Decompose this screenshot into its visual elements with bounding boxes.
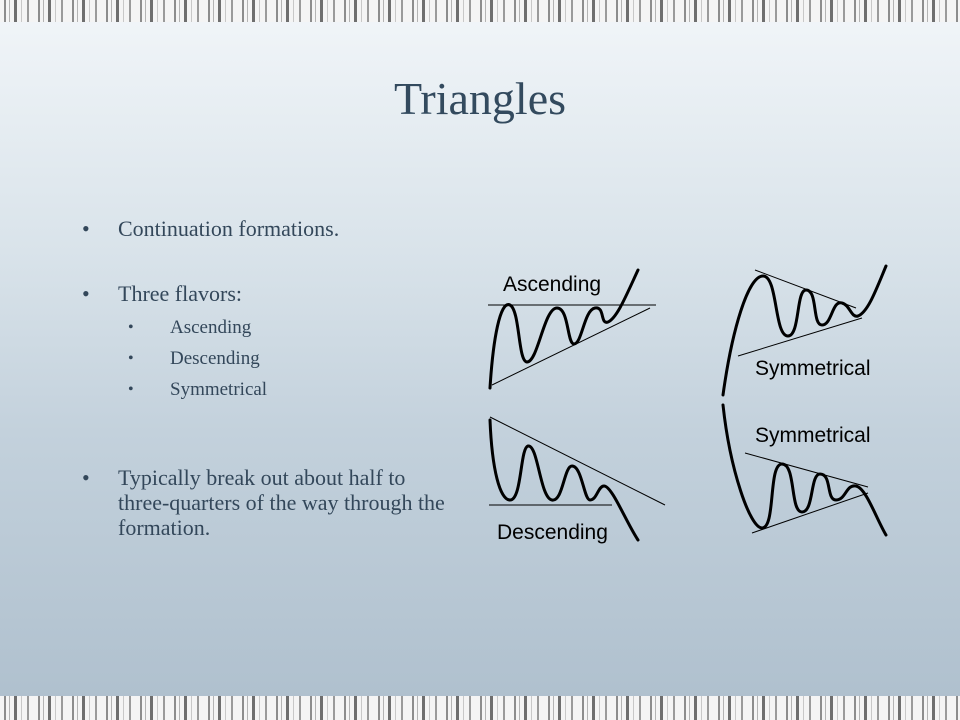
bullet-list: Continuation formations. Three flavors: …: [82, 216, 462, 540]
symmetrical-bottom-label: Symmetrical: [755, 424, 871, 447]
flavor-sublist: Ascending Descending Symmetrical: [118, 312, 462, 405]
descending-label: Descending: [497, 521, 608, 544]
ascending-label: Ascending: [503, 273, 601, 296]
symmetrical-triangle-top: Symmetrical: [721, 264, 888, 397]
flavor-symmetrical: Symmetrical: [128, 374, 462, 405]
symmetrical-top-price-path: [721, 264, 888, 397]
symmetrical-bottom-resistance-line: [744, 452, 869, 488]
symmetrical-triangle-bottom: Symmetrical: [721, 403, 888, 537]
ascending-triangle: Ascending: [488, 268, 656, 390]
symmetrical-top-label: Symmetrical: [755, 357, 871, 380]
descending-resistance-line: [489, 416, 666, 506]
triangle-patterns-diagram: Ascending Descending Symmetrical Symmetr…: [488, 264, 888, 544]
symmetrical-bottom-price-path: [721, 403, 888, 537]
ascending-price-path: [488, 268, 640, 390]
symmetrical-top-support-line: [737, 317, 863, 357]
bullet-three-flavors: Three flavors: Ascending Descending Symm…: [82, 281, 462, 405]
slide-title: Triangles: [393, 73, 567, 124]
descending-triangle: Descending: [488, 416, 666, 544]
bullet-three-flavors-text: Three flavors:: [118, 281, 242, 306]
symmetrical-bottom-support-line: [751, 492, 869, 534]
bullet-breakout: Typically break out about half to three-…: [82, 465, 462, 540]
bullet-continuation: Continuation formations.: [82, 216, 462, 241]
ascending-support-line: [491, 307, 651, 386]
bottom-decorative-stripes: [0, 696, 960, 720]
flavor-descending: Descending: [128, 343, 462, 374]
flavor-ascending: Ascending: [128, 312, 462, 343]
descending-price-path: [488, 418, 640, 542]
top-decorative-stripes: [0, 0, 960, 22]
